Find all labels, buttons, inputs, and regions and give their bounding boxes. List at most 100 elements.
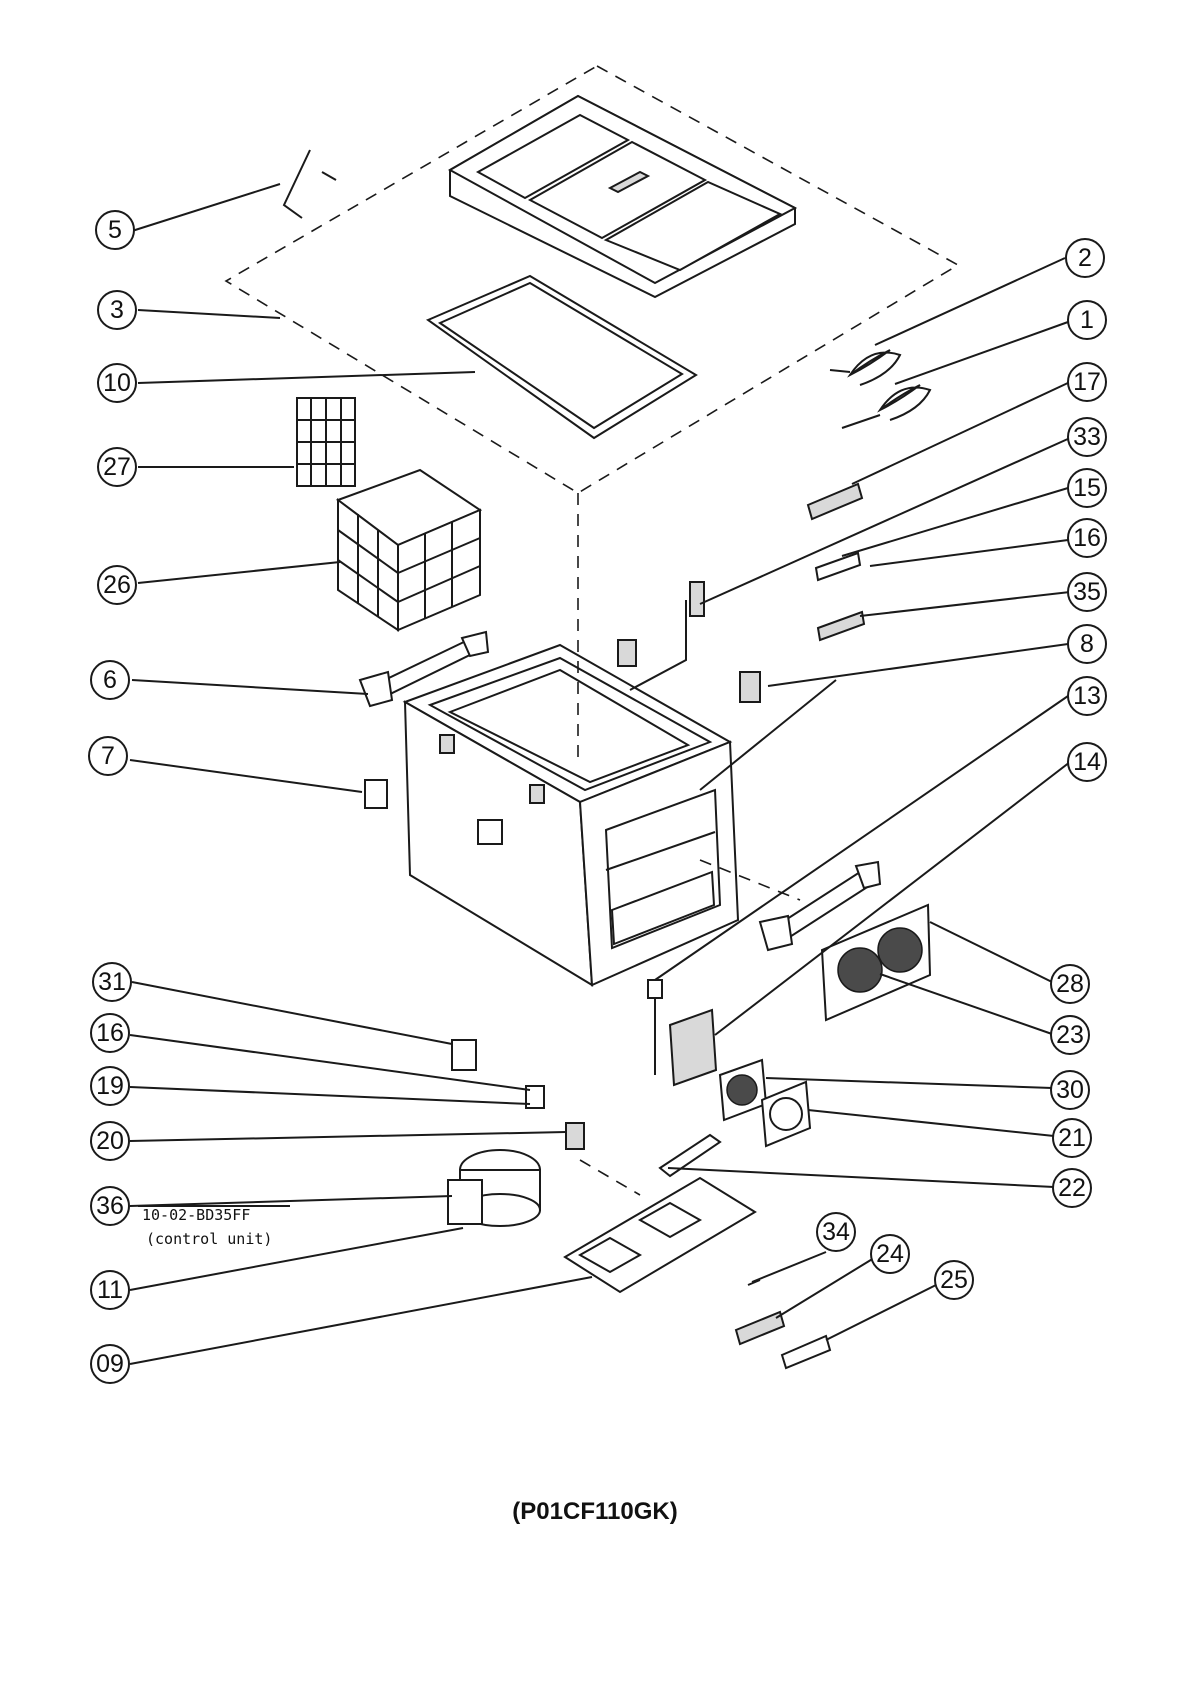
lid-part [447,94,798,299]
hinge-part [739,671,761,703]
control-unit-code: 10-02-BD35FF [142,1206,250,1224]
svg-text:25: 25 [940,1266,968,1294]
control-board-part [814,551,862,582]
electronic-module-part [668,1008,718,1087]
callout-17: 17 [1067,362,1107,402]
svg-text:22: 22 [1058,1174,1086,1202]
model-code: (P01CF110GK) [512,1498,678,1525]
svg-text:8: 8 [1080,630,1094,658]
svg-text:35: 35 [1073,578,1101,606]
assembly-guide-line [699,679,837,791]
svg-text:10: 10 [103,369,131,397]
bottom-panel-part [734,1310,786,1346]
callout-19: 19 [90,1066,130,1106]
lid-assembly-outline [224,65,960,494]
callout-26: 26 [97,565,137,605]
callout-22: 22 [1052,1168,1092,1208]
svg-text:36: 36 [96,1192,124,1220]
callout-16-lower: 16 [90,1013,130,1053]
callout-10: 10 [97,363,137,403]
svg-text:31: 31 [98,968,126,996]
bracket-part [658,1133,722,1178]
svg-text:34: 34 [822,1218,850,1246]
svg-text:30: 30 [1056,1076,1084,1104]
svg-text:28: 28 [1056,970,1084,998]
assembly-guide-line [579,1159,641,1196]
dc-power-cord [841,384,932,429]
callout-2: 2 [1065,238,1105,278]
control-cover-part [816,610,866,642]
leader-lines [129,183,1071,1365]
assembly-guide-line [699,859,801,901]
cabinet-body [402,643,740,987]
svg-text:24: 24 [876,1240,904,1268]
left-handle-part [358,630,490,708]
svg-text:1: 1 [1080,306,1094,334]
hinge-part [689,581,705,617]
divider-grid-part [296,397,356,487]
svg-text:20: 20 [96,1127,124,1155]
fan-shroud-part [760,1080,812,1148]
bottom-cover-part [780,1334,832,1370]
callout-16: 16 [1067,518,1107,558]
ac-power-cord [829,349,902,386]
svg-text:27: 27 [103,453,131,481]
callout-30: 30 [1050,1070,1090,1110]
wire-basket-part [335,468,483,632]
base-tray-part [563,1176,757,1294]
callout-6: 6 [90,660,130,700]
fan-cover-plate-part [820,903,932,1022]
svg-text:13: 13 [1073,682,1101,710]
callout-15: 15 [1067,468,1107,508]
callout-24: 24 [870,1234,910,1274]
svg-text:2: 2 [1078,244,1092,272]
temperature-sensor-part [647,979,663,1075]
callout-36: 36 [90,1186,130,1226]
svg-text:17: 17 [1073,368,1101,396]
svg-text:5: 5 [108,216,122,244]
svg-text:14: 14 [1073,748,1101,776]
svg-text:26: 26 [103,571,131,599]
svg-text:19: 19 [96,1072,124,1100]
svg-text:6: 6 [103,666,117,694]
svg-text:3: 3 [110,296,124,324]
callout-20: 20 [90,1121,130,1161]
callout-3: 3 [97,290,137,330]
hinge-part [617,639,637,667]
svg-text:33: 33 [1073,423,1101,451]
callout-8: 8 [1067,624,1107,664]
left-latch-part [364,779,388,809]
svg-text:16: 16 [1073,524,1101,552]
lid-stay-part [282,149,337,219]
callout-28: 28 [1050,964,1090,1004]
fan-part [718,1058,768,1122]
callout-31: 31 [92,962,132,1002]
callout-27: 27 [97,447,137,487]
cover-plate-part [451,1039,477,1071]
callout-11: 11 [90,1270,130,1310]
svg-text:11: 11 [97,1276,123,1304]
gasket-part [425,274,698,440]
callout-1: 1 [1067,300,1107,340]
control-unit-caption: (control unit) [146,1230,272,1248]
assembly-guide-line [629,600,687,691]
svg-text:21: 21 [1058,1124,1086,1152]
callout-25: 25 [934,1260,974,1300]
relay-bracket-part [525,1085,545,1109]
svg-text:7: 7 [101,742,115,770]
screw-part [747,1279,761,1286]
svg-text:09: 09 [96,1350,124,1378]
callout-21: 21 [1052,1118,1092,1158]
right-handle-part [758,860,882,952]
callout-13: 13 [1067,676,1107,716]
callout-35: 35 [1067,572,1107,612]
callout-33: 33 [1067,417,1107,457]
starter-part [565,1122,585,1150]
compressor-part [447,1149,541,1227]
svg-text:23: 23 [1056,1021,1084,1049]
callout-23: 23 [1050,1015,1090,1055]
control-panel-part [806,482,864,521]
callout-5: 5 [95,210,135,250]
callout-34: 34 [816,1212,856,1252]
